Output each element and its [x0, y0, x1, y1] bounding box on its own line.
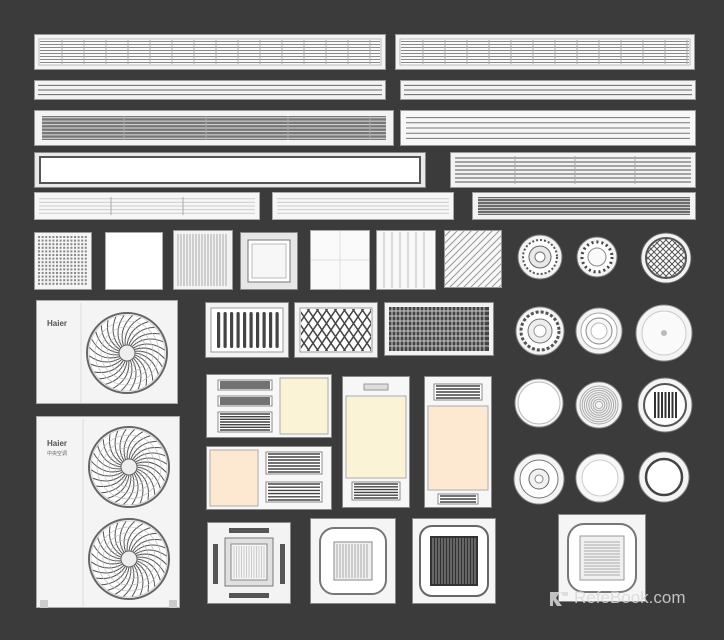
plain-panel-1: [105, 232, 163, 290]
brand-sublabel: 中央空调: [47, 451, 68, 457]
fan-icon: [88, 518, 170, 600]
diagonal-slot-panel: [444, 230, 502, 288]
perforated-panel: [34, 232, 92, 290]
linear-slot-panel: [376, 230, 436, 290]
grid-grille: [384, 302, 494, 356]
outdoor-unit-large: Haier 中央空调: [36, 416, 180, 608]
round-diffuser-7: [575, 381, 623, 429]
linear-grille-6: [400, 110, 696, 146]
cassette-unit-3: [412, 518, 496, 604]
vertical-slot-panel: [173, 230, 233, 290]
round-diffuser-2: [576, 236, 618, 278]
round-diffuser-6: [514, 378, 564, 428]
outdoor-unit-small: Haier: [36, 300, 178, 404]
ceiling-panel-vertical-2: [424, 376, 492, 508]
round-mesh-diffuser: [640, 232, 692, 284]
linear-grille-7: [450, 152, 696, 188]
slot-diffuser-1: [34, 152, 426, 188]
round-diffuser-8: [513, 453, 565, 505]
plain-panel-2: [310, 230, 370, 290]
linear-grille-10: [472, 192, 696, 220]
linear-grille-1: [34, 34, 386, 70]
framed-access-panel: [240, 232, 298, 290]
ceiling-panel-horizontal-1: [206, 374, 332, 438]
linear-grille-2: [395, 34, 695, 70]
ceiling-panel-horizontal-2: [206, 446, 332, 510]
linear-grille-8: [34, 192, 260, 220]
fan-icon: [86, 312, 168, 394]
vertical-bar-grille: [205, 302, 289, 358]
linear-grille-5: [34, 110, 394, 146]
round-diffuser-10: [638, 451, 690, 503]
brand-label-small: Haier: [47, 319, 68, 328]
linear-grille-9: [272, 192, 454, 220]
round-diffuser-5: [635, 304, 693, 362]
round-slot-diffuser: [637, 377, 693, 433]
watermark: RefeBook.com: [548, 588, 686, 608]
round-diffuser-9: [575, 453, 625, 503]
brand-label-large: Haier: [47, 439, 68, 448]
cassette-unit-4: [558, 514, 646, 602]
round-diffuser-3: [515, 306, 565, 356]
fan-icon: [88, 426, 170, 508]
round-diffuser-4: [575, 307, 623, 355]
linear-grille-3: [34, 80, 386, 100]
diamond-mesh-grille: [294, 302, 378, 358]
linear-grille-4: [400, 80, 696, 100]
cassette-unit-1: [207, 522, 291, 604]
cassette-unit-2: [310, 518, 396, 604]
ceiling-panel-vertical-1: [342, 376, 410, 508]
relebook-logo-icon: [550, 592, 568, 606]
watermark-text: RefeBook.com: [574, 588, 686, 607]
round-diffuser-1: [517, 234, 563, 280]
